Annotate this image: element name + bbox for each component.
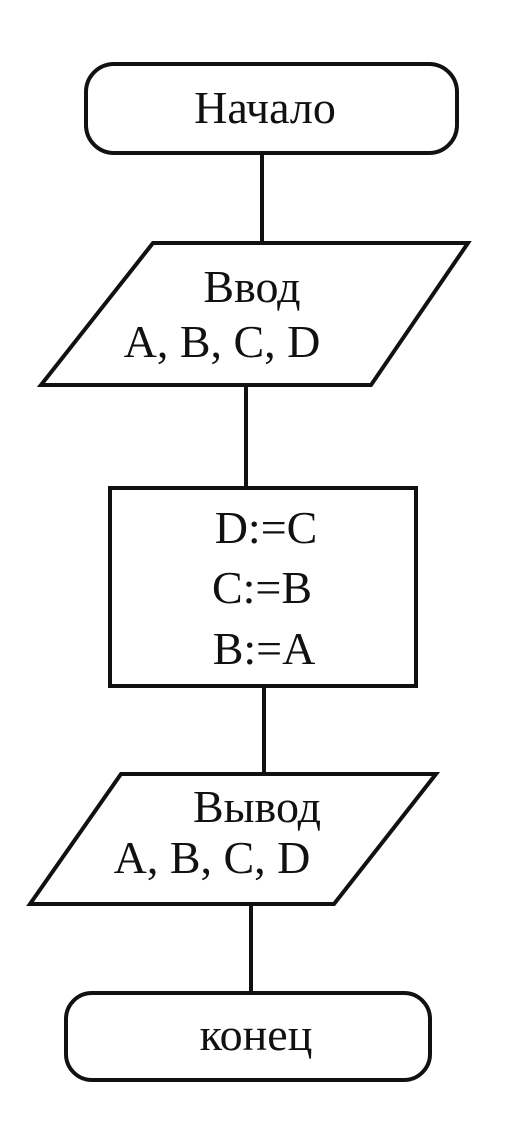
output-parallelogram: Вывод A, B, C, D xyxy=(26,772,441,906)
output-vars: A, B, C, D xyxy=(114,832,311,883)
output-title: Вывод xyxy=(193,781,321,832)
end-label: конец xyxy=(200,1009,313,1060)
process-shape xyxy=(108,486,418,688)
start-terminator: Начало xyxy=(84,62,459,155)
input-shape xyxy=(36,241,472,387)
process-block: D:=C C:=B B:=A xyxy=(108,486,418,688)
start-label: Начало xyxy=(194,82,336,133)
end-terminator: конец xyxy=(64,991,432,1082)
process-line-1: D:=C xyxy=(215,502,318,553)
input-parallelogram: Ввод A, B, C, D xyxy=(36,241,472,387)
input-title: Ввод xyxy=(203,261,300,312)
process-line-2: C:=B xyxy=(212,562,312,613)
input-vars: A, B, C, D xyxy=(124,316,321,367)
output-shape xyxy=(26,772,441,906)
end-shape xyxy=(64,991,432,1082)
process-line-3: B:=A xyxy=(213,623,316,674)
start-shape xyxy=(84,62,459,155)
